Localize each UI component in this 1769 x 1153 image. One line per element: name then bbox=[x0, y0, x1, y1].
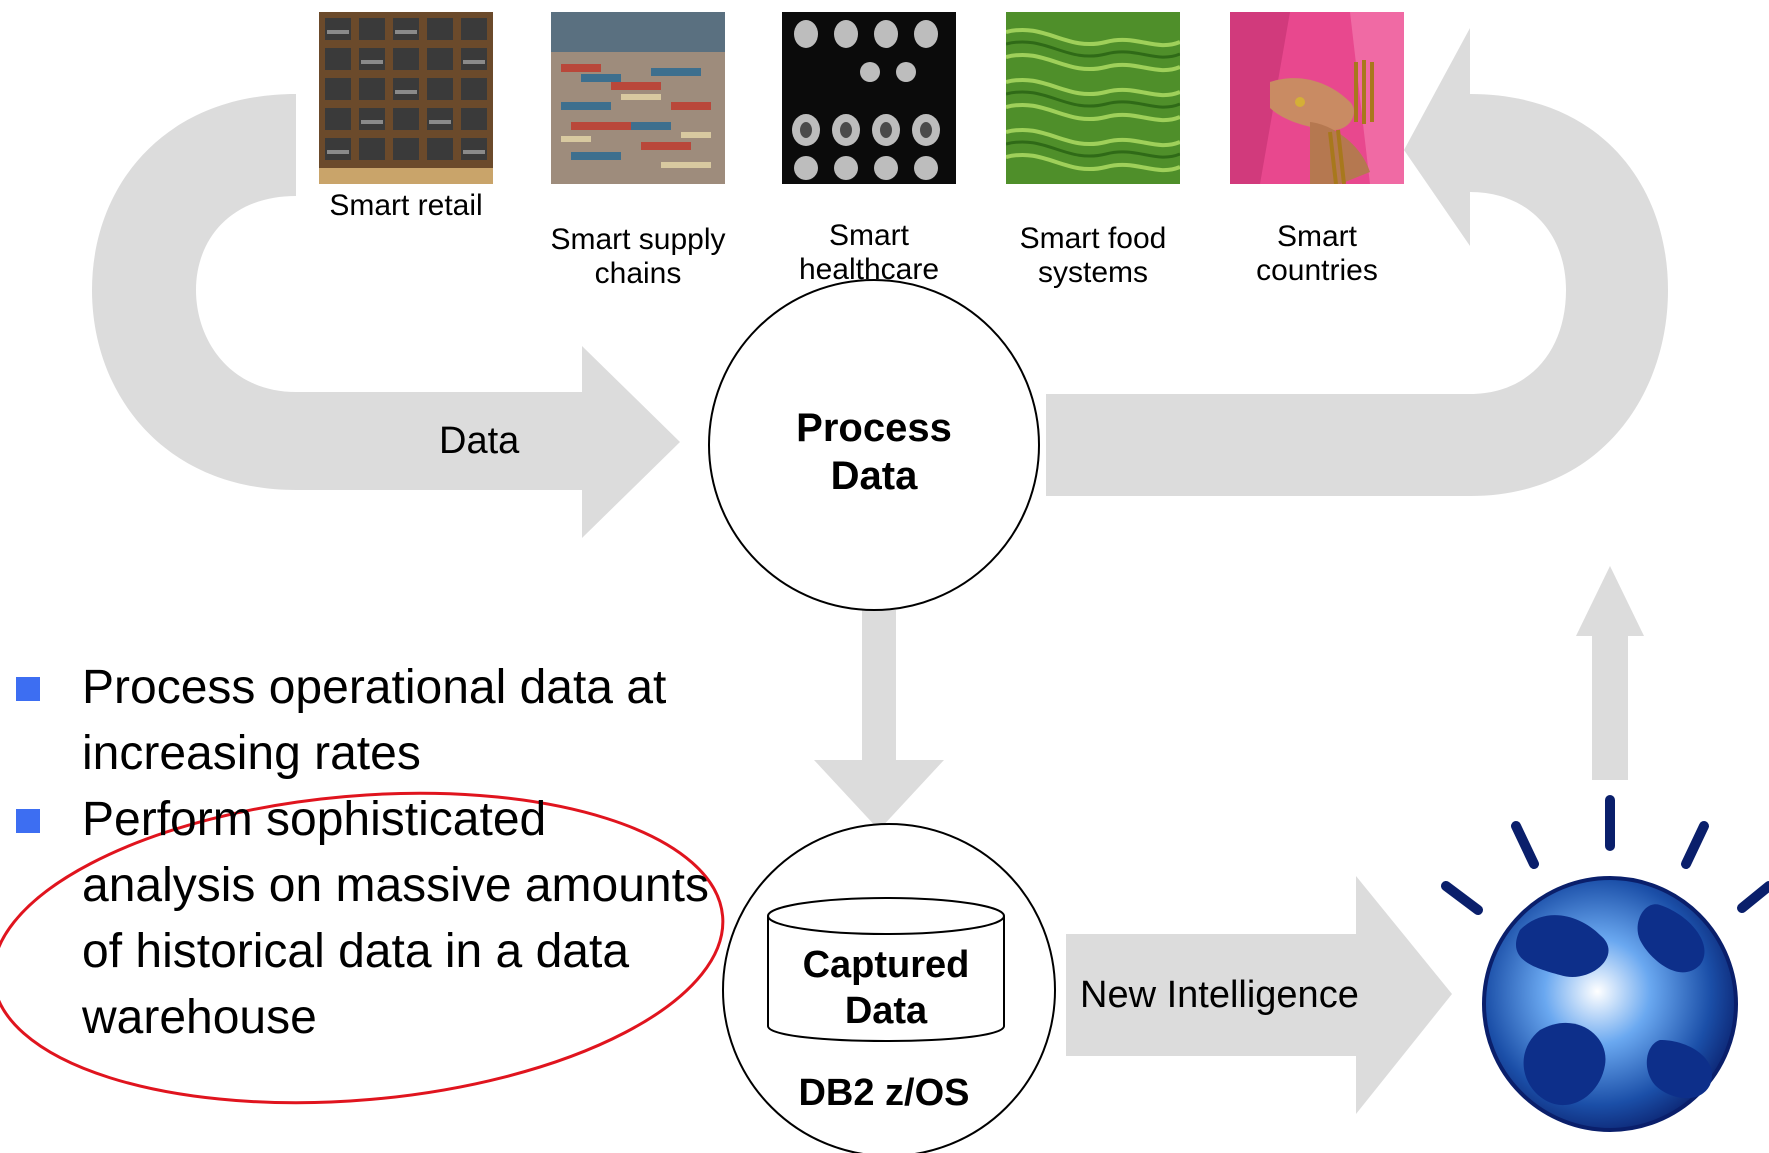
smart-countries-image bbox=[1230, 12, 1404, 184]
smart-countries-caption: Smart countries bbox=[1217, 186, 1417, 288]
down-arrow bbox=[814, 610, 944, 830]
bullet-item: Process operational data at increasing r… bbox=[10, 655, 710, 787]
smart-countries-label: Smart countries bbox=[1256, 220, 1378, 287]
smart-food-systems-caption: Smart food systems bbox=[988, 188, 1198, 290]
bullet-list: Process operational data at increasing r… bbox=[10, 655, 710, 1051]
db2-zos-label: DB2 z/OS bbox=[798, 1072, 970, 1114]
new-intelligence-arrow bbox=[1066, 876, 1452, 1114]
bullet-square-icon bbox=[16, 677, 40, 701]
smart-food-systems-image bbox=[1006, 12, 1180, 184]
highlight-ellipse bbox=[0, 791, 725, 1105]
captured-data-label: Captured Data bbox=[802, 944, 970, 1032]
smart-supply-chains-image bbox=[551, 12, 725, 184]
bullet-square-icon bbox=[16, 809, 40, 833]
left-loop-arrow bbox=[92, 94, 680, 538]
smart-supply-chains-caption: Smart supply chains bbox=[531, 189, 745, 291]
bullet-text: Process operational data at increasing r… bbox=[82, 661, 667, 780]
globe-logo-icon bbox=[1441, 795, 1769, 1132]
process-data-label: Process Data bbox=[796, 406, 952, 498]
bullet-text: Perform sophisticated analysis on massiv… bbox=[82, 793, 709, 1044]
smart-retail-caption: Smart retail bbox=[319, 189, 493, 223]
right-loop-arrow bbox=[1046, 28, 1668, 496]
process-data-circle bbox=[708, 279, 1040, 611]
smart-healthcare-caption: Smart healthcare bbox=[769, 185, 969, 287]
new-intelligence-label: New Intelligence bbox=[1080, 974, 1359, 1016]
smart-retail-image bbox=[319, 12, 493, 184]
smart-food-systems-label: Smart food systems bbox=[1019, 222, 1167, 289]
bullet-item: Perform sophisticated analysis on massiv… bbox=[10, 787, 710, 1051]
smart-retail-label: Smart retail bbox=[329, 189, 483, 222]
up-arrow bbox=[1576, 566, 1644, 780]
data-arrow-label: Data bbox=[439, 420, 520, 462]
smart-healthcare-image bbox=[782, 12, 956, 184]
smart-supply-chains-label: Smart supply chains bbox=[550, 223, 726, 290]
smart-healthcare-label: Smart healthcare bbox=[798, 219, 940, 286]
database-cylinder-icon bbox=[767, 897, 1005, 1042]
